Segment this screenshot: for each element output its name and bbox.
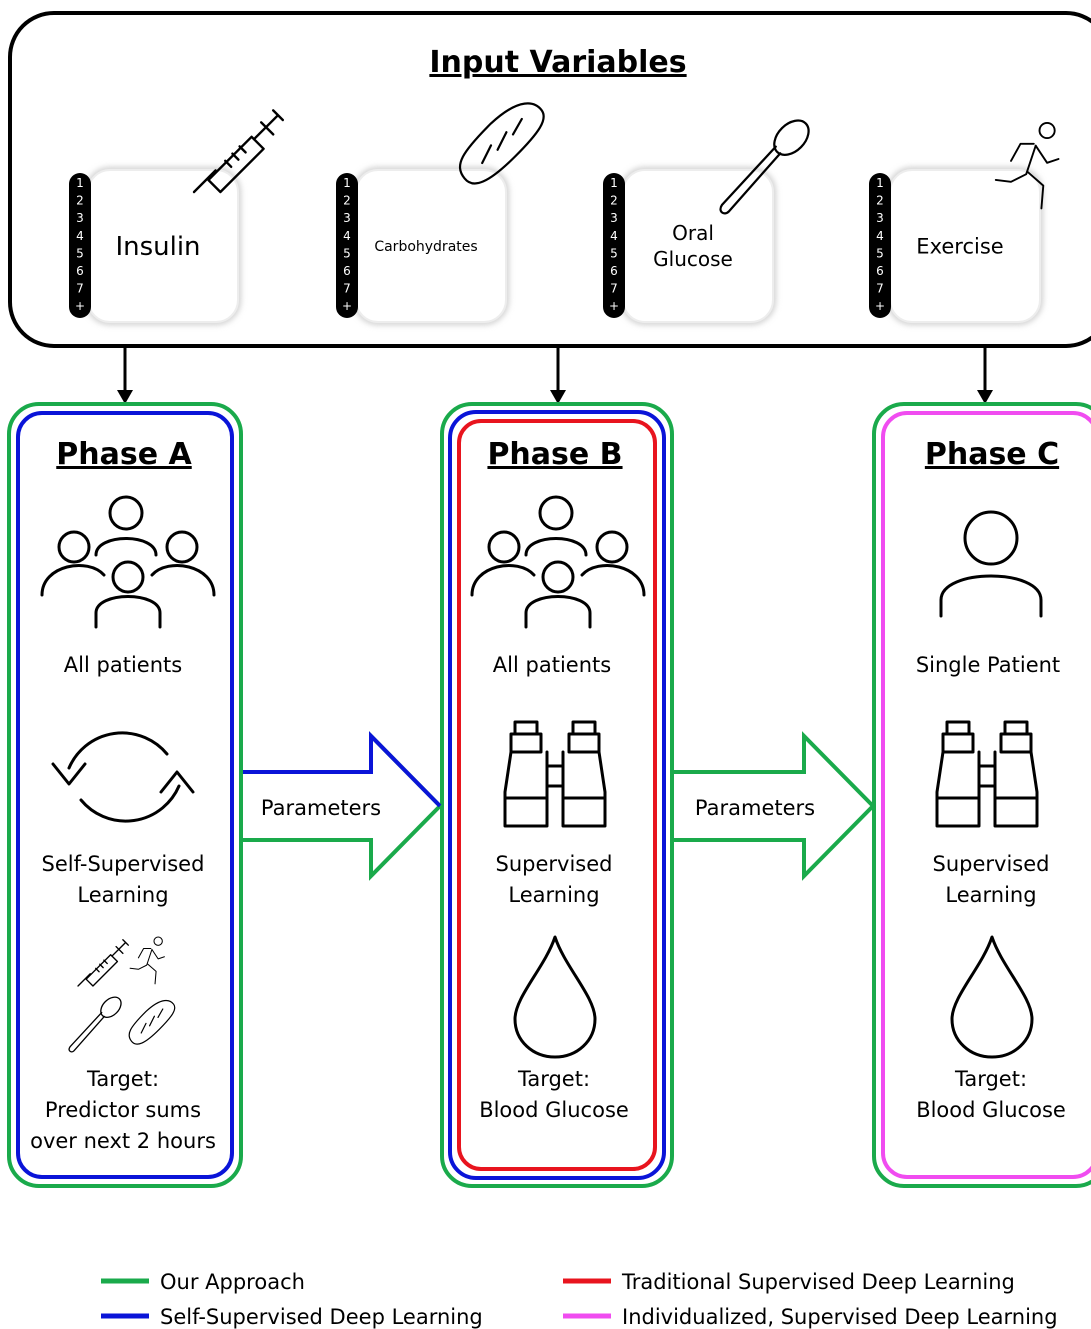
variable-label: Exercise bbox=[916, 234, 1003, 258]
parameters-label-2: Parameters bbox=[695, 796, 815, 820]
phase-b-title: Phase B bbox=[487, 437, 622, 472]
phase-c-target-line-2: Blood Glucose bbox=[916, 1098, 1066, 1122]
single-person-icon bbox=[939, 510, 1043, 618]
variable-label: Carbohydrates bbox=[374, 239, 477, 255]
sequence-index-column bbox=[603, 173, 625, 318]
phase-a-frame bbox=[7, 402, 243, 1188]
sequence-index-number: 7 bbox=[76, 282, 84, 296]
legend-label: Individualized, Supervised Deep Learning bbox=[622, 1305, 1058, 1329]
input-variables-panel bbox=[8, 11, 1091, 348]
sequence-index-number: 4 bbox=[876, 229, 884, 243]
phase-b-learning-line-2: Learning bbox=[508, 883, 599, 907]
sequence-index-number: 3 bbox=[343, 211, 351, 225]
sequence-index-column bbox=[69, 173, 91, 318]
sequence-index-number: 4 bbox=[610, 229, 618, 243]
legend-label: Our Approach bbox=[160, 1270, 305, 1294]
sequence-index-number: 1 bbox=[76, 176, 84, 190]
phase-a-target-line-3: over next 2 hours bbox=[30, 1129, 216, 1153]
phase-c-learning-line-2: Learning bbox=[945, 883, 1036, 907]
sequence-index-number: 6 bbox=[876, 264, 884, 278]
phase-b-target-line-1: Target: bbox=[517, 1067, 590, 1091]
sequence-index-number: 3 bbox=[76, 211, 84, 225]
sequence-index-number: 2 bbox=[76, 194, 84, 208]
phase-b-frame bbox=[440, 402, 674, 1188]
legend-label: Self-Supervised Deep Learning bbox=[160, 1305, 483, 1329]
variable-label: Insulin bbox=[115, 232, 200, 262]
sequence-index-number: + bbox=[875, 299, 885, 313]
sequence-index-number: 4 bbox=[76, 229, 84, 243]
variable-card bbox=[622, 169, 774, 323]
phase-a-learning-line-1: Self-Supervised bbox=[42, 852, 205, 876]
variable-label: Glucose bbox=[653, 247, 733, 271]
phase-c-target-line-1: Target: bbox=[954, 1067, 1027, 1091]
phase-c-population: Single Patient bbox=[916, 653, 1060, 677]
blood-drop-icon bbox=[950, 935, 1034, 1059]
sequence-index-number: 5 bbox=[76, 246, 84, 260]
phase-a-title: Phase A bbox=[56, 437, 192, 472]
binoculars-icon bbox=[503, 720, 607, 828]
sequence-index-number: 7 bbox=[343, 282, 351, 296]
input-variables-title: Input Variables bbox=[429, 45, 686, 80]
sequence-index-number: 2 bbox=[610, 194, 618, 208]
phase-b-learning-line-1: Supervised bbox=[496, 852, 613, 876]
legend-item-individualized: Individualized, Supervised Deep Learning bbox=[563, 1305, 1058, 1329]
sequence-index-number: + bbox=[75, 299, 85, 313]
sequence-index-number: 7 bbox=[610, 282, 618, 296]
legend: Our Approach Self-Supervised Deep Learni… bbox=[101, 1270, 1058, 1329]
phase-b-population: All patients bbox=[493, 653, 611, 677]
patient-group-icon bbox=[470, 495, 646, 629]
sequence-index-column bbox=[336, 173, 358, 318]
sequence-index-number: 5 bbox=[610, 246, 618, 260]
input-to-phase-b-arrow bbox=[550, 348, 566, 404]
phase-a-target-line-2: Predictor sums bbox=[45, 1098, 201, 1122]
variable-label: Oral bbox=[672, 221, 714, 245]
sequence-index-number: 3 bbox=[610, 211, 618, 225]
sequence-index-number: 6 bbox=[610, 264, 618, 278]
phase-a-learning-line-2: Learning bbox=[77, 883, 168, 907]
legend-item-our-approach: Our Approach bbox=[101, 1270, 305, 1294]
sequence-index-number: 1 bbox=[876, 176, 884, 190]
input-to-phase-a-arrow bbox=[117, 348, 133, 404]
sequence-index-number: 3 bbox=[876, 211, 884, 225]
sequence-index-number: + bbox=[342, 299, 352, 313]
phase-c-title: Phase C bbox=[925, 437, 1059, 472]
legend-item-traditional-supervised: Traditional Supervised Deep Learning bbox=[563, 1270, 1015, 1294]
sequence-index-number: 2 bbox=[876, 194, 884, 208]
parameters-label-1: Parameters bbox=[261, 796, 381, 820]
parameters-arrow-b-to-c: Parameters bbox=[674, 731, 876, 881]
sequence-index-number: 6 bbox=[343, 264, 351, 278]
phase-a-population: All patients bbox=[64, 653, 182, 677]
cycle-icon bbox=[51, 731, 195, 823]
input-variable-0: 1 2 3 4 5 6 7 + Insulin bbox=[69, 109, 285, 325]
sequence-index-column bbox=[869, 173, 891, 318]
sequence-index-number: 5 bbox=[876, 246, 884, 260]
sequence-index-number: 6 bbox=[76, 264, 84, 278]
sequence-index-number: 1 bbox=[343, 176, 351, 190]
parameters-arrow-a-to-b: Parameters bbox=[243, 731, 443, 881]
legend-item-self-supervised: Self-Supervised Deep Learning bbox=[101, 1305, 483, 1329]
phase-c-learning-line-1: Supervised bbox=[933, 852, 1050, 876]
sequence-index-number: + bbox=[609, 299, 619, 313]
input-variable-3: 1 2 3 4 5 6 7 + Exercise bbox=[869, 121, 1060, 325]
legend-label: Traditional Supervised Deep Learning bbox=[621, 1270, 1015, 1294]
sequence-index-number: 5 bbox=[343, 246, 351, 260]
blood-drop-icon bbox=[513, 935, 597, 1059]
binoculars-icon bbox=[935, 720, 1039, 828]
sequence-index-number: 7 bbox=[876, 282, 884, 296]
input-variable-1: 1 2 3 4 5 6 7 + Carbohydrates bbox=[336, 102, 545, 325]
patient-group-icon bbox=[40, 495, 216, 629]
phase-b-target-line-2: Blood Glucose bbox=[479, 1098, 629, 1122]
phase-a-target-line-1: Target: bbox=[86, 1067, 159, 1091]
predictor-icons bbox=[68, 936, 176, 1053]
sequence-index-number: 2 bbox=[343, 194, 351, 208]
sequence-index-number: 1 bbox=[610, 176, 618, 190]
phase-c-frame bbox=[872, 402, 1091, 1188]
sequence-index-number: 4 bbox=[343, 229, 351, 243]
input-to-phase-c-arrow bbox=[977, 348, 993, 404]
